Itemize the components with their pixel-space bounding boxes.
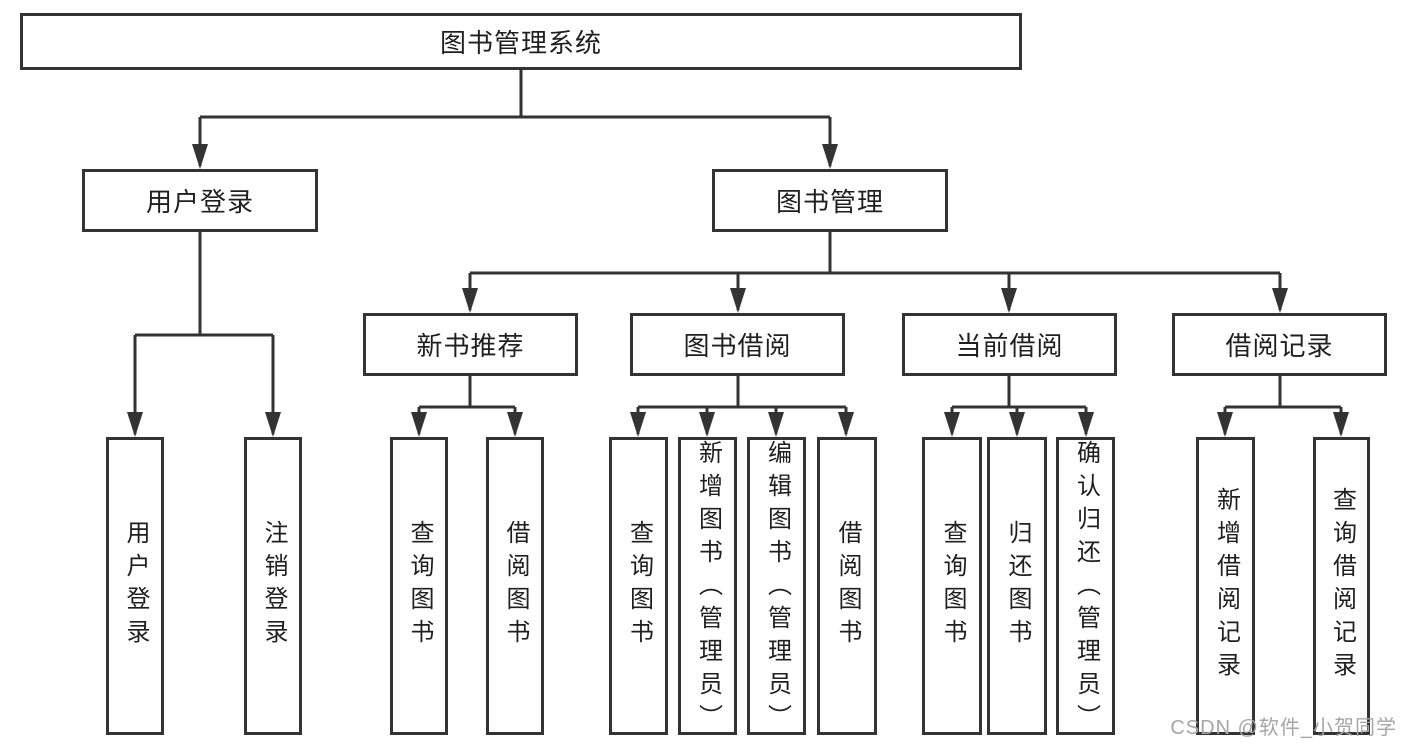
leaf-add-book-admin: 新增图书（管理员） [678,437,737,737]
leaf-return-book: 归还图书 [987,437,1047,735]
leaf-query-books-current: 查询图书 [922,437,982,735]
leaf-query-books-recommend: 查询图书 [390,437,448,735]
leaf-query-borrow-record: 查询借阅记录 [1313,437,1370,735]
leaf-borrow-books-recommend: 借阅图书 [486,437,544,735]
node-new-book-recommend: 新书推荐 [363,313,578,376]
leaf-query-books-borrow: 查询图书 [609,437,668,735]
leaf-borrow-books-borrow: 借阅图书 [817,437,877,735]
leaf-add-borrow-record: 新增借阅记录 [1196,437,1255,735]
node-book-borrow: 图书借阅 [630,313,845,376]
watermark: CSDN @软件_小贺同学 [1170,717,1397,739]
leaf-confirm-return-admin: 确认归还（管理员） [1056,437,1115,737]
node-root: 图书管理系统 [20,13,1022,70]
node-book-management: 图书管理 [712,169,948,232]
node-user-login: 用户登录 [82,169,318,232]
node-current-borrow: 当前借阅 [902,313,1117,376]
leaf-edit-book-admin: 编辑图书（管理员） [747,437,806,737]
node-borrow-records: 借阅记录 [1172,313,1387,376]
leaf-logout: 注销登录 [244,437,302,735]
leaf-user-login: 用户登录 [106,437,164,735]
